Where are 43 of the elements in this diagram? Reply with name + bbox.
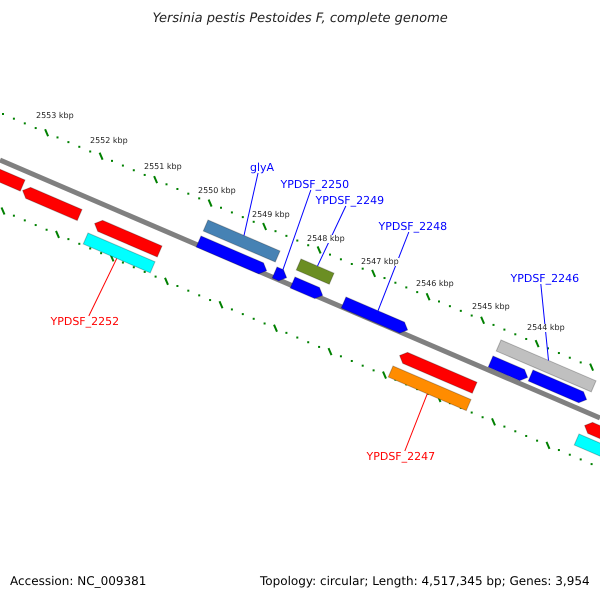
gene-feature	[196, 235, 268, 274]
gene-feature	[488, 355, 528, 382]
scale-label: 2547 kbp	[361, 258, 399, 266]
scale-label: 2553 kbp	[36, 112, 74, 120]
gene-feature	[202, 219, 281, 263]
accession-text: Accession: NC_009381	[10, 575, 146, 587]
gene-feature	[340, 296, 408, 334]
gene-feature	[272, 266, 288, 282]
leader-line	[244, 172, 259, 236]
gene-feature	[0, 166, 26, 192]
leader-line	[282, 190, 312, 270]
gene-label: YPDSF_2247	[366, 451, 436, 462]
scale-label: 2546 kbp	[416, 280, 454, 288]
scale-label: 2548 kbp	[307, 235, 345, 243]
gene-label: YPDSF_2249	[316, 195, 384, 206]
leader-line	[317, 206, 346, 267]
gene-feature	[398, 352, 478, 394]
gene-feature	[22, 186, 83, 222]
leader-line	[540, 284, 549, 361]
title: Yersinia pestis Pestoides F, complete genome	[152, 12, 448, 25]
scale-label: 2552 kbp	[90, 137, 128, 145]
scale-label: 2545 kbp	[472, 303, 510, 311]
genome-info-text: Topology: circular; Length: 4,517,345 bp; Genes: 3,954	[260, 575, 590, 587]
gene-feature	[290, 276, 324, 300]
gene-feature	[94, 220, 163, 258]
scale-label: 2549 kbp	[252, 211, 290, 219]
gene-feature	[82, 232, 156, 274]
gene-feature	[388, 365, 472, 412]
gene-feature	[528, 369, 588, 404]
gene-label: YPDSF_2248	[378, 221, 448, 232]
gene-label: YPDSF_2252	[50, 316, 120, 327]
leader-line	[88, 258, 118, 316]
gene-label: YPDSF_2246	[510, 273, 580, 284]
scale-label: 2550 kbp	[198, 187, 236, 195]
leader-line	[404, 393, 428, 452]
gene-label: YPDSF_2250	[280, 179, 350, 190]
gene-feature	[496, 339, 597, 393]
gene-feature	[574, 433, 600, 459]
scale-label: 2551 kbp	[144, 163, 182, 171]
leader-line	[378, 232, 410, 312]
gene-feature	[296, 258, 335, 285]
scale-label: 2544 kbp	[527, 324, 565, 332]
gene-label: glyA	[250, 162, 274, 173]
